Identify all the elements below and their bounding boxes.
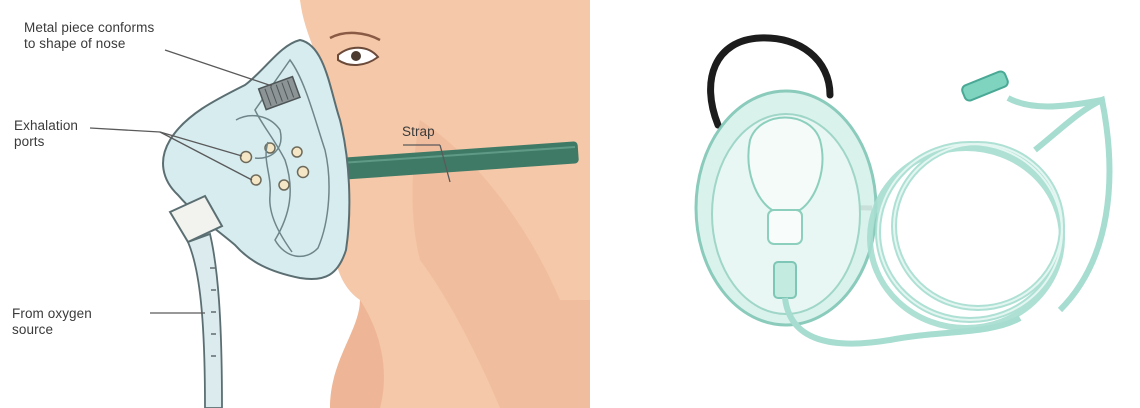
mask-product-photo bbox=[640, 0, 1140, 408]
oxygen-tube bbox=[188, 234, 222, 408]
coiled-tubing bbox=[870, 144, 1062, 328]
tube-connector-link bbox=[1008, 98, 1102, 107]
mask-nose-section bbox=[748, 118, 822, 211]
label-exhalation-ports: Exhalation ports bbox=[14, 118, 78, 150]
eye-pupil bbox=[351, 51, 361, 61]
label-metal-piece: Metal piece conforms to shape of nose bbox=[24, 20, 154, 52]
mask-valve bbox=[768, 210, 802, 244]
coiled-tubing-highlight bbox=[878, 144, 1062, 320]
tube-connector bbox=[961, 70, 1010, 102]
mask-diagram-panel: Metal piece conforms to shape of nose Ex… bbox=[0, 0, 590, 408]
mask-photo-illustration bbox=[640, 0, 1140, 408]
label-oxygen-source: From oxygen source bbox=[12, 306, 92, 338]
mask-diagram-illustration bbox=[0, 0, 590, 408]
label-strap: Strap bbox=[402, 124, 435, 140]
mask-valve-stem bbox=[774, 262, 796, 298]
